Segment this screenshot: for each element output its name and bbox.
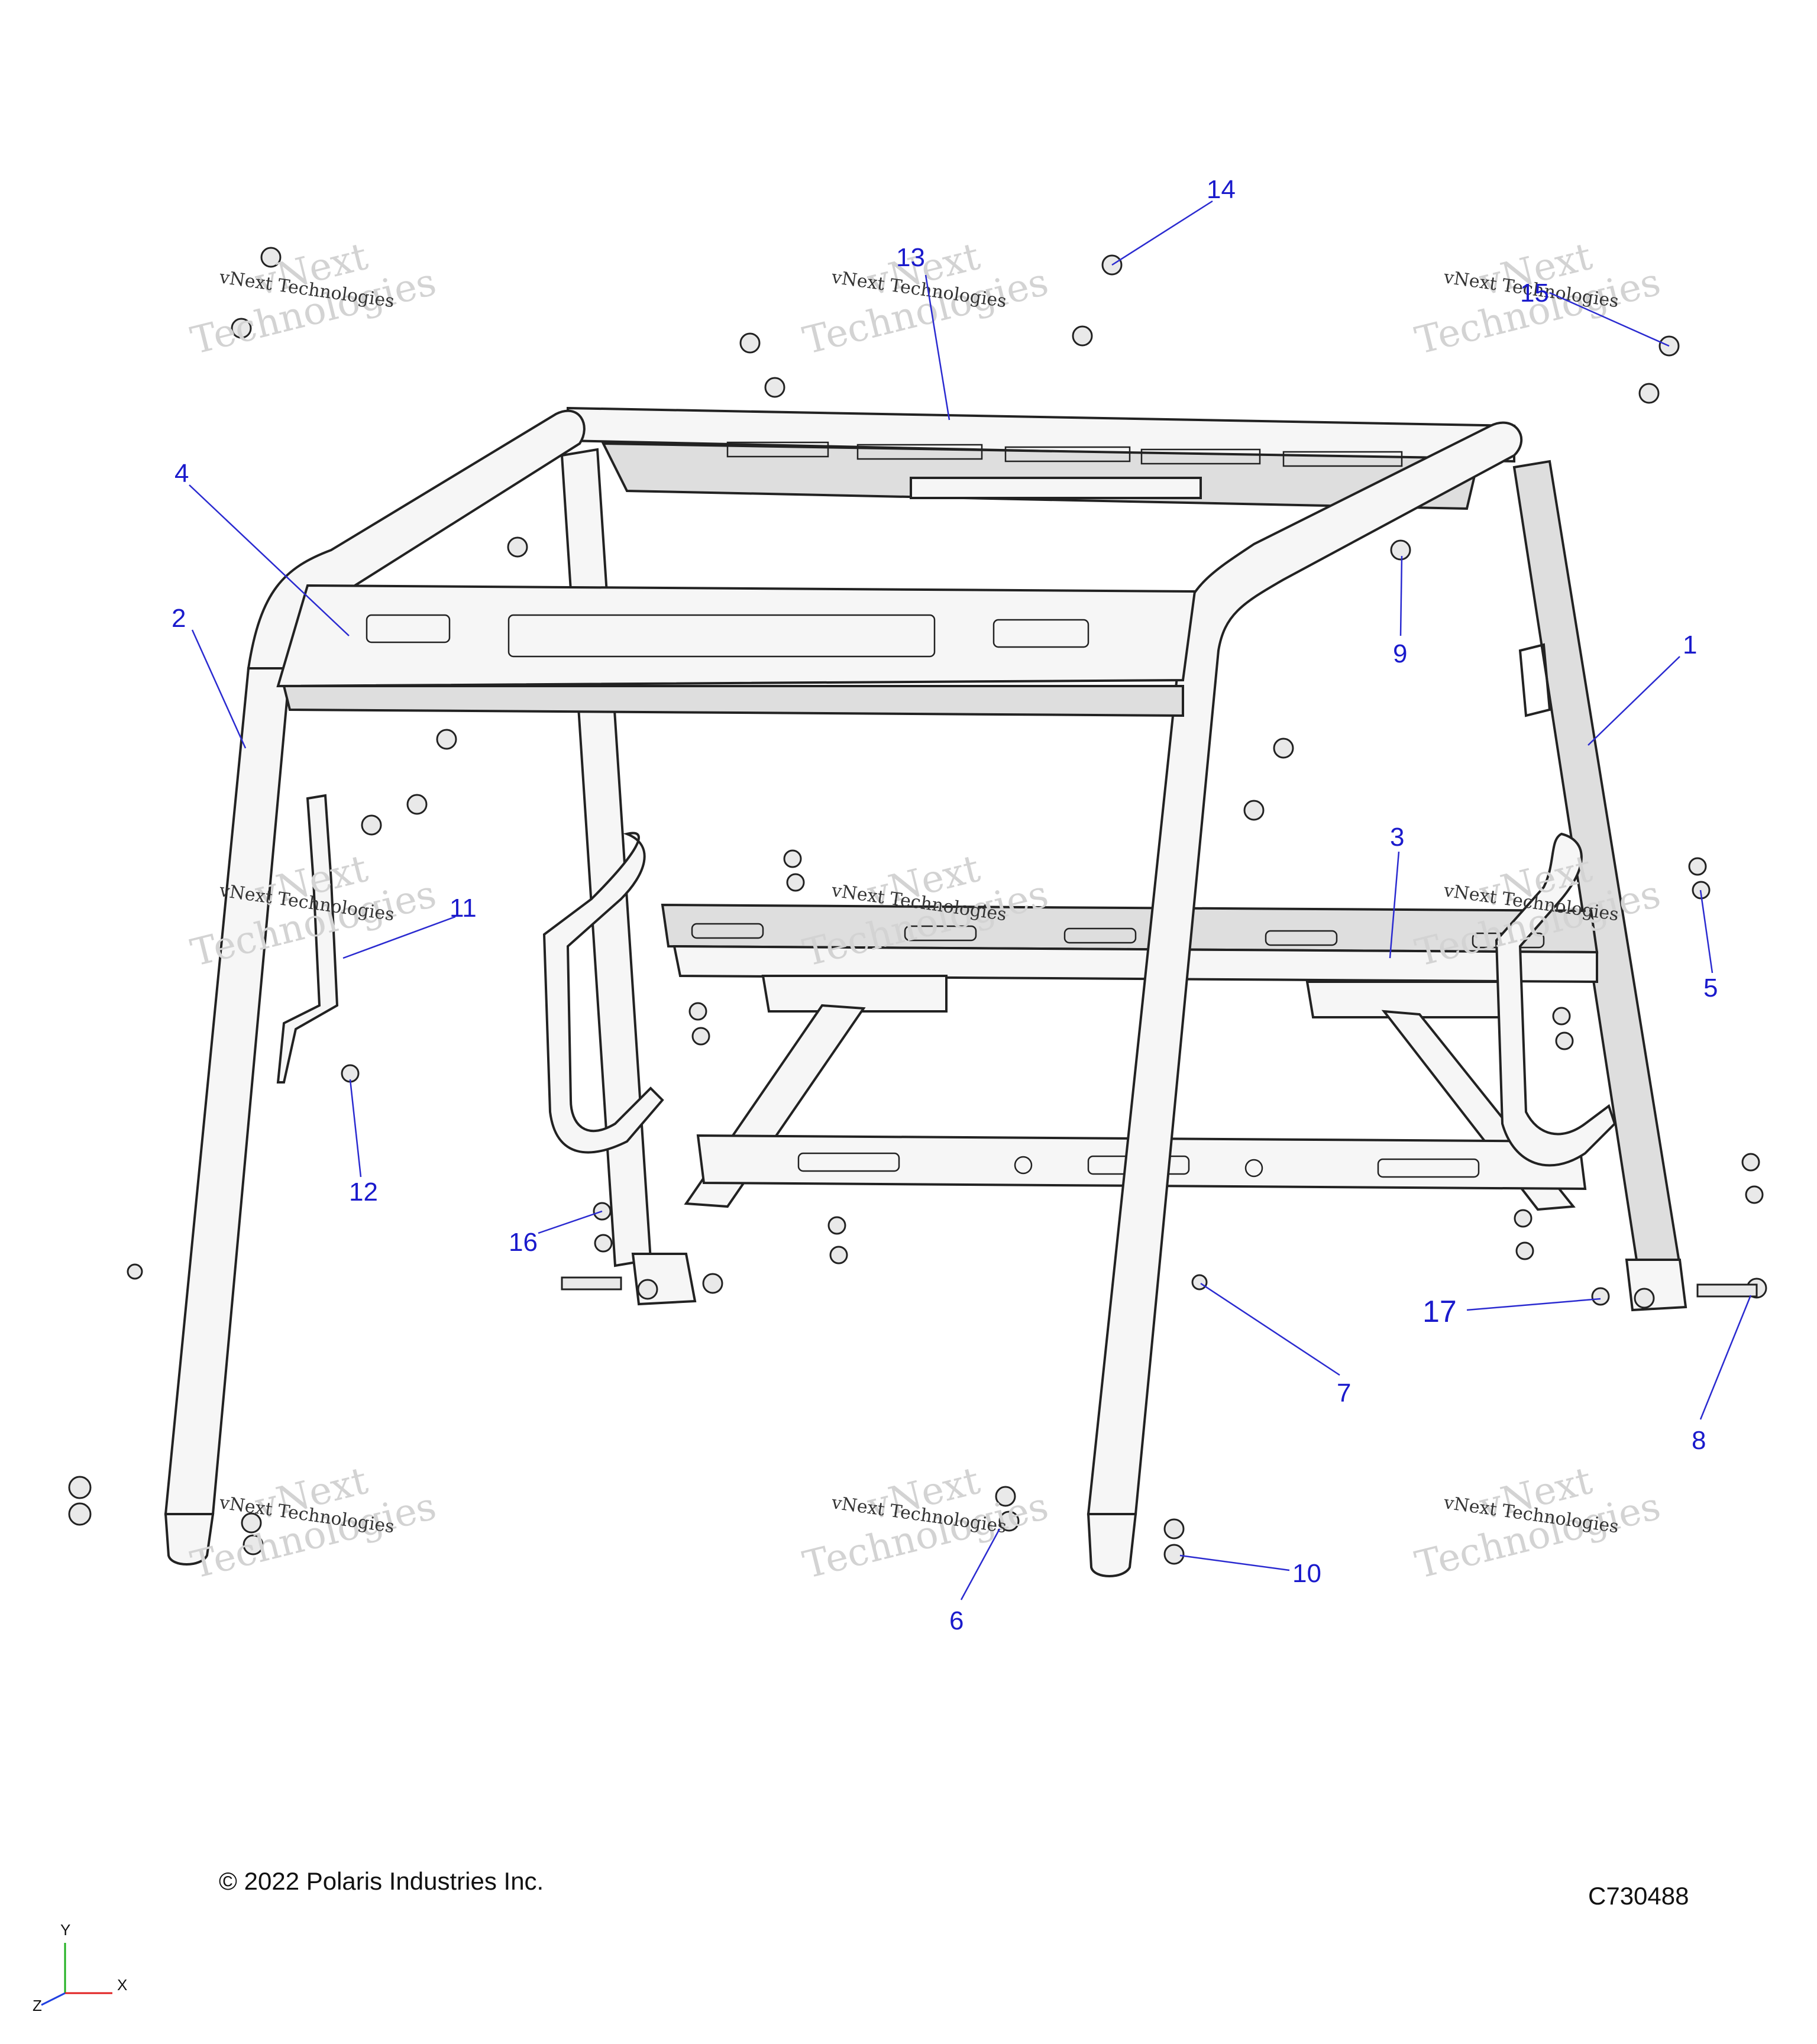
- y-axis-label: Y: [60, 1921, 70, 1939]
- axis-triad: Y X Z: [33, 1921, 127, 2014]
- callout-4: 4: [174, 459, 189, 488]
- grab-handles: [542, 832, 1616, 1167]
- callout-2: 2: [172, 604, 186, 633]
- callout-numbers: 1 2 3 4 5 6 7 8 9 10 11 12 13 14 15 16 1…: [172, 175, 1718, 1635]
- leader-lines: [189, 200, 1752, 1600]
- callout-5: 5: [1703, 974, 1718, 1002]
- front-cross-panel: [276, 584, 1197, 717]
- callout-13: 13: [896, 243, 925, 272]
- callout-6: 6: [949, 1606, 964, 1635]
- callout-3: 3: [1390, 823, 1404, 852]
- callout-12: 12: [349, 1178, 378, 1207]
- callout-9: 9: [1393, 639, 1407, 668]
- callout-14: 14: [1207, 175, 1236, 204]
- z-axis-line: [41, 1992, 66, 2006]
- callout-11: 11: [450, 894, 477, 923]
- callout-17: 17: [1422, 1295, 1457, 1329]
- drawing-number: C730488: [1588, 1882, 1689, 1910]
- side-bracket: [276, 794, 339, 1084]
- callout-15: 15: [1520, 279, 1549, 308]
- z-axis-label: Z: [33, 1997, 42, 2014]
- callout-1: 1: [1683, 630, 1697, 659]
- callout-16: 16: [509, 1228, 538, 1257]
- cross-member-slots: [691, 923, 1545, 949]
- fastener-hardware: [68, 247, 1767, 1565]
- callout-8: 8: [1692, 1426, 1706, 1455]
- front-roll-cage: [164, 409, 1523, 1577]
- rear-top-slots: [726, 441, 1403, 467]
- copyright-text: © 2022 Polaris Industries Inc.: [219, 1867, 544, 1895]
- callout-7: 7: [1337, 1379, 1351, 1408]
- x-axis-label: X: [117, 1976, 127, 1994]
- callout-10: 10: [1292, 1559, 1321, 1588]
